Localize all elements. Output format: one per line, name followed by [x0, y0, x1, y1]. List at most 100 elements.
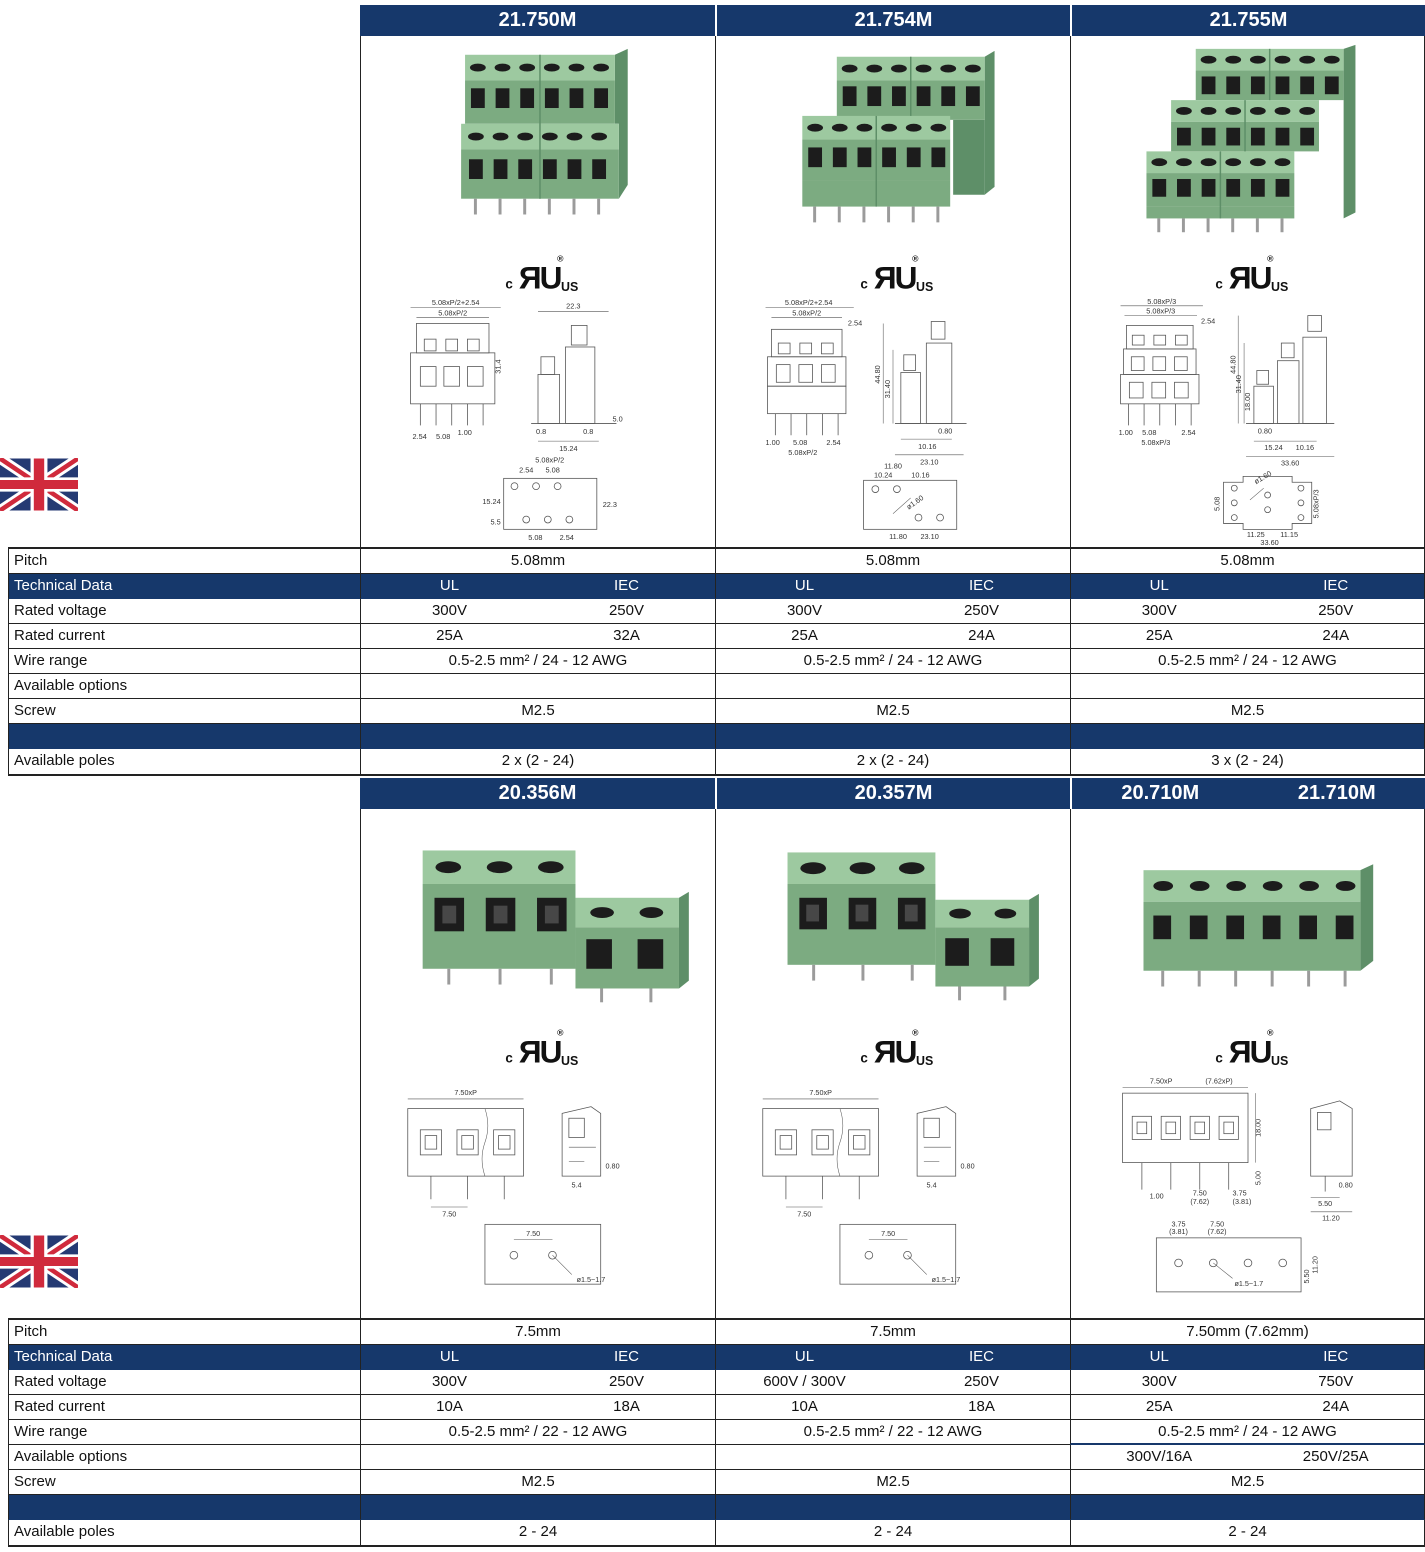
svg-text:33.60: 33.60	[1260, 538, 1278, 546]
svg-text:ЯU: ЯU	[1228, 259, 1270, 295]
svg-text:7.50xP: 7.50xP	[809, 1088, 832, 1097]
screw-value: M2.5	[715, 699, 1070, 724]
svg-text:ЯU: ЯU	[874, 259, 916, 295]
svg-text:2.54: 2.54	[826, 438, 840, 447]
svg-text:(7.62xP): (7.62xP)	[1205, 1077, 1232, 1086]
row-label-rated-current: Rated current	[8, 1395, 360, 1420]
row-label-available-options: Available options	[8, 1445, 360, 1470]
svg-text:®: ®	[1267, 253, 1274, 263]
svg-text:ЯU: ЯU	[874, 1033, 916, 1069]
svg-text:7.50: 7.50	[881, 1229, 895, 1238]
svg-text:5.08xP/2: 5.08xP/2	[535, 456, 564, 465]
part-number-banner: 21.754M	[715, 5, 1070, 36]
pitch-value: 7.5mm	[360, 1320, 715, 1345]
svg-text:22.3: 22.3	[603, 500, 617, 509]
svg-text:(7.62): (7.62)	[1190, 1197, 1209, 1206]
available-options-values	[360, 1445, 715, 1470]
svg-text:31.40: 31.40	[883, 380, 892, 398]
svg-text:15.24: 15.24	[559, 444, 577, 453]
product-photo-terminal-block-3tier	[1146, 44, 1356, 233]
part-number: 20.356M	[498, 782, 577, 804]
part-number: 20.357M	[854, 782, 933, 804]
svg-text:7.50: 7.50	[797, 1210, 811, 1219]
svg-text:7.50xP: 7.50xP	[454, 1088, 477, 1097]
svg-text:5.08: 5.08	[1142, 428, 1156, 437]
row-label-rated-current: Rated current	[8, 624, 360, 649]
uk-flag-icon	[0, 458, 78, 511]
ul-certification-logo: c ЯU ® US	[505, 253, 578, 295]
svg-text:0.80: 0.80	[1257, 426, 1271, 435]
svg-text:44.80: 44.80	[873, 365, 882, 383]
svg-text:®: ®	[1267, 1027, 1274, 1037]
svg-text:ø1.5~1.7: ø1.5~1.7	[932, 1275, 961, 1284]
product-column-21750M: c ЯU ® US 5.08xP/2+2.54 5.08xP/2 2.54 5.…	[360, 36, 715, 547]
available-options-values	[1070, 674, 1425, 699]
separator-row	[715, 724, 1070, 749]
svg-text:US: US	[1271, 280, 1288, 294]
technical-drawing-21750M: 5.08xP/2+2.54 5.08xP/2 2.54 5.08 1.00 31…	[410, 298, 623, 542]
svg-text:11.20: 11.20	[1322, 1213, 1340, 1222]
separator-row	[8, 1495, 360, 1520]
product-column-20356M: c ЯU ® US 7.50xP 7.50 0.80	[360, 809, 715, 1318]
svg-text:7.50: 7.50	[1210, 1219, 1224, 1228]
product-column-21754M: c ЯU ® US 5.08xP/2+2.54 5.08xP/2 2.54 1.…	[715, 36, 1070, 547]
product-photo-terminal-block-stepped	[787, 852, 1039, 1001]
svg-text:5.08: 5.08	[793, 438, 807, 447]
svg-text:7.50: 7.50	[1192, 1188, 1206, 1197]
part-number-banner: 20.356M	[360, 778, 715, 809]
technical-drawing-21755M: 5.08xP/3 5.08xP/3 2.54 1.00 5.08 2.54 5.…	[1118, 297, 1334, 546]
svg-text:c: c	[1215, 276, 1223, 291]
svg-text:1.00: 1.00	[1118, 428, 1132, 437]
row-label-rated-voltage: Rated voltage	[8, 1370, 360, 1395]
available-poles-value: 2 - 24	[360, 1520, 715, 1545]
row-label-screw: Screw	[8, 699, 360, 724]
product-photo-terminal-block-2tier-offset	[801, 50, 995, 223]
svg-text:ø1.5~1.7: ø1.5~1.7	[577, 1275, 606, 1284]
banner-spacer	[8, 778, 360, 809]
part-number: 20.710M	[1121, 782, 1200, 804]
row-label-wire-range: Wire range	[8, 1420, 360, 1445]
svg-text:US: US	[916, 1054, 933, 1068]
separator-row	[360, 724, 715, 749]
svg-text:18.00: 18.00	[1253, 1119, 1262, 1137]
row-label-rated-voltage: Rated voltage	[8, 599, 360, 624]
svg-text:0.80: 0.80	[606, 1161, 620, 1170]
wire-range-value: 0.5-2.5 mm² / 22 - 12 AWG	[360, 1420, 715, 1445]
svg-text:c: c	[505, 276, 513, 291]
svg-text:11.80: 11.80	[889, 532, 907, 541]
svg-text:31.4: 31.4	[494, 359, 503, 373]
svg-text:1.00: 1.00	[766, 438, 780, 447]
svg-text:18.00: 18.00	[1242, 393, 1251, 411]
svg-text:0.80: 0.80	[1338, 1181, 1352, 1190]
pitch-value: 5.08mm	[360, 549, 715, 574]
svg-text:5.0: 5.0	[613, 414, 623, 423]
ul-certification-logo: c ЯU ® US	[860, 253, 933, 295]
available-poles-value: 2 - 24	[715, 1520, 1070, 1545]
wire-range-value: 0.5-2.5 mm² / 22 - 12 AWG	[715, 1420, 1070, 1445]
svg-text:11.20: 11.20	[1310, 1256, 1319, 1274]
uk-flag-icon	[0, 1235, 78, 1288]
svg-text:(7.62): (7.62)	[1207, 1227, 1226, 1236]
svg-text:US: US	[1271, 1054, 1288, 1068]
svg-text:11.80: 11.80	[884, 462, 902, 471]
svg-text:c: c	[1215, 1050, 1223, 1065]
svg-text:10.24: 10.24	[874, 470, 892, 479]
svg-text:2.54: 2.54	[1200, 316, 1214, 325]
svg-text:5.00: 5.00	[1253, 1171, 1262, 1185]
svg-text:ø1.60: ø1.60	[905, 493, 926, 511]
wire-range-value: 0.5-2.5 mm² / 24 - 12 AWG	[715, 649, 1070, 674]
svg-text:11.15: 11.15	[1280, 530, 1298, 539]
svg-text:2.54: 2.54	[519, 465, 533, 474]
svg-text:US: US	[561, 1054, 578, 1068]
svg-text:(3.81): (3.81)	[1232, 1197, 1251, 1206]
row-label-wire-range: Wire range	[8, 649, 360, 674]
